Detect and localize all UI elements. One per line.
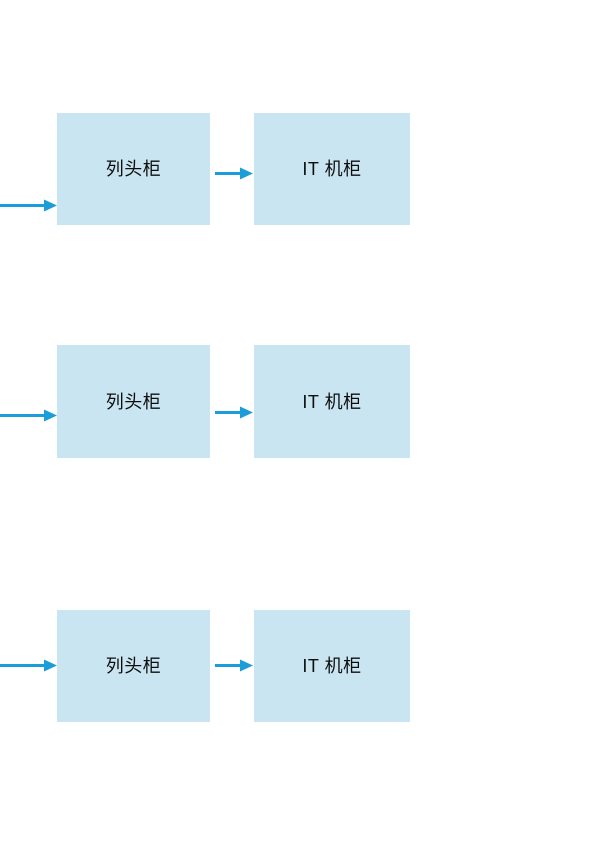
inbound-arrow [0, 407, 57, 424]
node-header-cabinet[interactable]: 列头柜 [57, 113, 210, 225]
node-it-cabinet[interactable]: IT 机柜 [254, 113, 410, 225]
node-label: 列头柜 [105, 159, 162, 179]
node-label: 列头柜 [105, 656, 162, 676]
node-label: 列头柜 [105, 391, 162, 412]
node-label: IT 机柜 [302, 159, 362, 179]
node-label: IT 机柜 [302, 391, 362, 412]
inbound-arrow [0, 197, 57, 214]
inbound-arrow [0, 657, 57, 674]
node-header-cabinet[interactable]: 列头柜 [57, 345, 210, 458]
connector-arrow [215, 165, 253, 182]
connector-arrow [215, 657, 253, 674]
connector-arrow [215, 404, 253, 421]
node-it-cabinet[interactable]: IT 机柜 [254, 345, 410, 458]
node-it-cabinet[interactable]: IT 机柜 [254, 610, 410, 722]
node-label: IT 机柜 [302, 656, 362, 676]
node-header-cabinet[interactable]: 列头柜 [57, 610, 210, 722]
